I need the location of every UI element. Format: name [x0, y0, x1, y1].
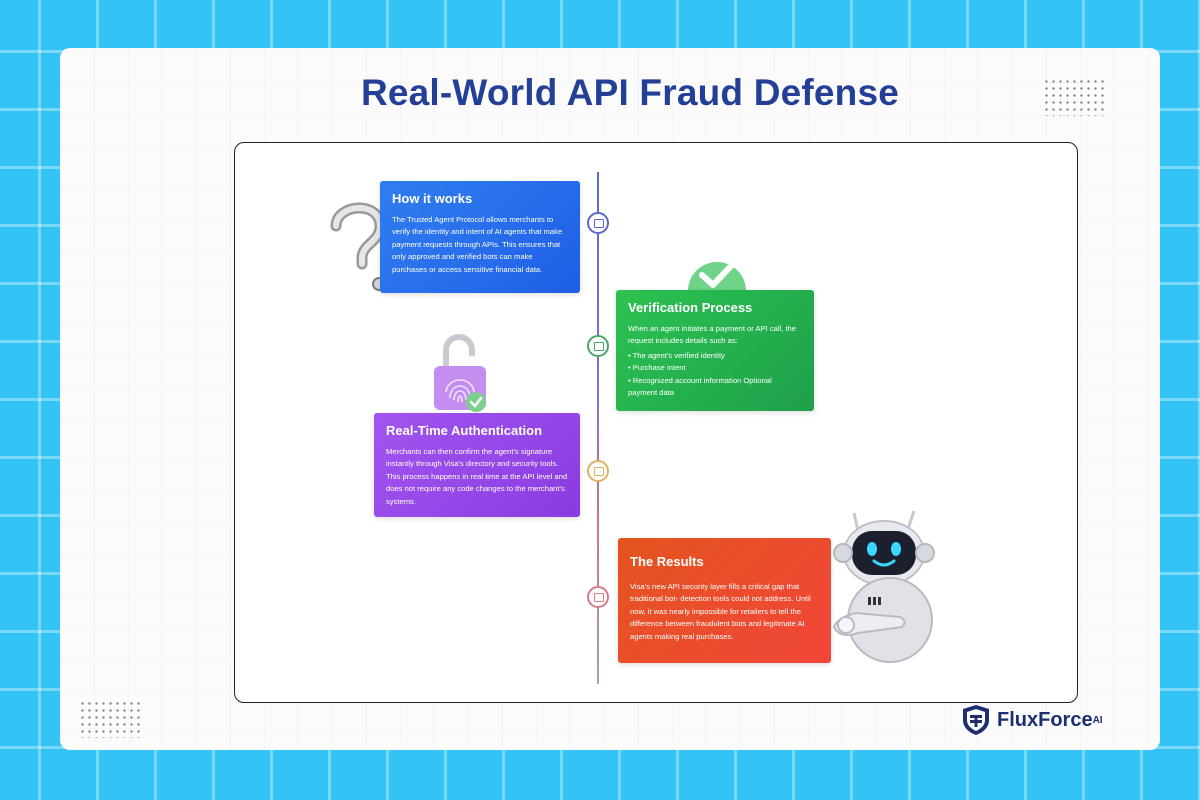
- page-title: Real-World API Fraud Defense: [360, 72, 900, 113]
- step-body: When an agent initiates a payment or API…: [628, 324, 797, 346]
- step-heading: The Results: [630, 554, 704, 569]
- bullet-item: The agent's verified identity: [628, 350, 802, 362]
- brand-name: FluxForce: [997, 708, 1093, 731]
- step-bullet-list: The agent's verified identity Purchase i…: [628, 350, 802, 400]
- bullet-item: Recognized account information Optional …: [628, 375, 802, 400]
- dot-pattern-top-right: [1043, 78, 1105, 116]
- step-heading: Real-Time Authentication: [386, 423, 543, 438]
- step-heading: How it works: [392, 191, 473, 206]
- step-real-time-authentication: Real-Time Authentication Merchants can t…: [374, 413, 580, 517]
- timeline-node-3: [587, 460, 609, 482]
- checkmark-badge-icon: [688, 262, 746, 291]
- bullet-item: Purchase intent: [628, 362, 802, 374]
- step-how-it-works: How it works The Trusted Agent Protocol …: [380, 181, 580, 293]
- fingerprint-padlock-icon: [434, 334, 486, 412]
- step-verification-process: Verification Process When an agent initi…: [616, 290, 814, 411]
- timeline-line: [597, 172, 599, 684]
- brand-suffix: AI: [1092, 714, 1103, 726]
- step-the-results: The Results Visa's new API security laye…: [618, 538, 831, 663]
- dot-pattern-bottom-left: [79, 700, 141, 738]
- robot-illustration: [832, 510, 935, 663]
- timeline-node-1: [587, 212, 609, 234]
- step-heading: Verification Process: [628, 300, 753, 315]
- step-body: The Trusted Agent Protocol allows mercha…: [392, 215, 563, 274]
- step-body: Visa's new API security layer fills a cr…: [630, 582, 811, 641]
- timeline-node-2: [587, 335, 609, 357]
- step-body: Merchants can then confirm the agent's s…: [386, 447, 568, 506]
- timeline-node-4: [587, 586, 609, 608]
- shield-logo-icon: [963, 705, 989, 735]
